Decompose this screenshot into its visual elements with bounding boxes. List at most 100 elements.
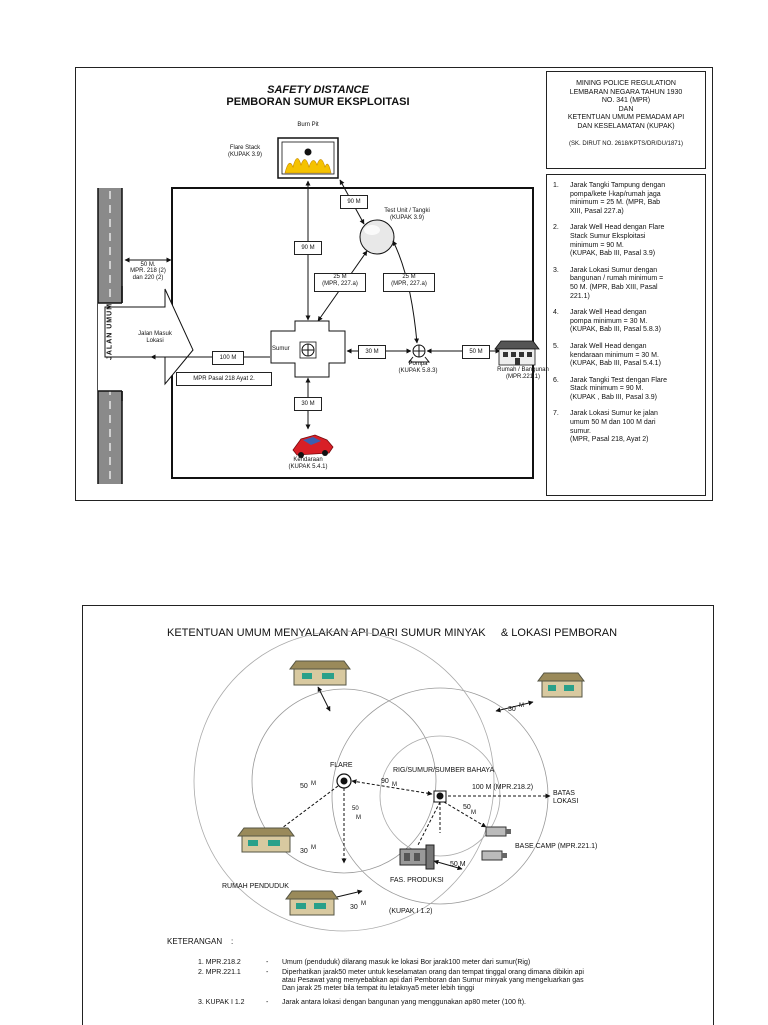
dist-50-inner-b: M <box>356 815 361 821</box>
dist-50-left-label: 50 <box>300 783 308 790</box>
dist-50-left-unit: M <box>311 781 316 787</box>
rule-number: 7. <box>553 410 559 418</box>
reg-line-4: DAN <box>618 105 634 113</box>
keterangan-code: 3. KUPAK I 1.2 <box>198 999 245 1006</box>
rules-box: 1.Jarak Tangki Tampung dengan pompa/kete… <box>546 174 706 496</box>
rule-item: 3.Jarak Lokasi Sumur dengan bangunan / r… <box>553 267 701 301</box>
kendaraan-label: Kendaraan <box>293 457 323 463</box>
flare-location-diagram <box>193 630 585 932</box>
keterangan-dash: - <box>266 969 269 976</box>
pompa-ref: (KUPAK 5.8.3) <box>398 368 438 374</box>
keterangan-text: Jarak antara lokasi dengan bangunan yang… <box>282 999 527 1006</box>
dist-25m-right: 25 M (MPR, 227.a) <box>383 273 435 292</box>
safety-distance-diagram <box>97 137 540 484</box>
outer-circle <box>193 630 495 932</box>
dist-100-label: 100 M (MPR.218.2) <box>472 784 534 791</box>
dist-30-top-unit: M <box>519 703 524 709</box>
flare-label: FLARE <box>330 762 353 769</box>
rule-number: 1. <box>553 182 559 189</box>
rule-item: 7. Jarak Lokasi Sumur ke jalan umum 50 M … <box>553 410 701 444</box>
keterangan-dash: - <box>266 959 269 966</box>
fas-produksi-label: FAS. PRODUKSI <box>390 877 444 884</box>
keterangan-code: 2. MPR.221.1 <box>198 969 241 976</box>
reg-line-5: KETENTUAN UMUM PEMADAM API <box>567 114 685 122</box>
rule-number: 5. <box>553 342 559 350</box>
dist-50m-house: 50 M <box>462 345 490 359</box>
regulation-header-box: MINING POLICE REGULATION LEMBARAN NEGARA… <box>546 71 706 169</box>
base-camp-icon <box>481 826 511 861</box>
flare-stack-ref: (KUPAK 3.9) <box>228 152 262 158</box>
dist-90m-mid: 90 M <box>294 241 322 255</box>
flare-radius-circle <box>251 688 437 874</box>
rumah-ref: (MPR.221.1) <box>505 374 540 380</box>
dist-90-label: 90 <box>381 778 389 785</box>
rumah-penduduk-label: RUMAH PENDUDUK <box>222 883 289 890</box>
jalan-umum-label: JALAN UMUM <box>106 302 114 361</box>
rule-item: 5. Jarak Well Head dengan kendaraan minim… <box>553 343 701 369</box>
road-50m-label: 50 M. <box>140 262 156 268</box>
batas-lokasi-label: BATAS LOKASI <box>553 790 579 805</box>
jalan-masuk-label: Jalan Masuk Lokasi <box>138 331 172 344</box>
dist-30-left-unit: M <box>311 845 316 851</box>
test-unit-label: Test Unit / Tangki <box>384 208 430 214</box>
house-icon-left <box>237 827 295 853</box>
rule-item: 2. Jarak Well Head dengan Flare Stack Sum… <box>553 224 701 258</box>
mpr-218-box: MPR Pasal 218 Ayat 2. <box>176 372 272 386</box>
flare-stack-label: Flare Stack <box>229 145 261 151</box>
keterangan-text: Diperhatikan jarak50 meter untuk keselam… <box>282 969 584 992</box>
rule-text: Jarak Lokasi Sumur ke jalan umum 50 M da… <box>570 410 658 444</box>
keterangan-dash: - <box>266 999 269 1006</box>
dist-30-left-label: 30 <box>300 848 308 855</box>
dist-30m-car: 30 M <box>294 397 322 411</box>
reg-line-3: NO. 341 (MPR) <box>601 97 651 105</box>
base-camp-label: BASE CAMP (MPR.221.1) <box>515 843 598 850</box>
dist-90-unit: M <box>392 782 397 788</box>
rule-text: Jarak Tangki Test dengan Flare Stack min… <box>570 376 668 401</box>
entrance-arrow <box>104 288 194 386</box>
rule-number: 4. <box>553 309 559 317</box>
dist-25m-left-ref: (MPR, 227.a) <box>322 281 358 287</box>
dist-25m-right-ref: (MPR, 227.a) <box>391 281 427 287</box>
rule-text: Jarak Well Head dengan Flare Stack Sumur… <box>570 224 665 258</box>
dist-50-right-unit: M <box>471 810 476 816</box>
reg-line-6: DAN KESELAMATAN (KUPAK) <box>577 122 675 130</box>
keterangan-text: Umum (penduduk) dilarang masuk ke lokasi… <box>282 959 531 966</box>
flare-location-panel <box>82 605 714 1025</box>
dist-30m-pump: 30 M <box>358 345 386 359</box>
dist-90m-top: 90 M <box>340 195 368 209</box>
rule-text: Jarak Well Head dengan kendaraan minimum… <box>570 342 661 368</box>
keterangan-title: KETERANGAN : <box>167 937 234 946</box>
pompa-label: Pompa <box>408 361 428 367</box>
rule-item: 4. Jarak Well Head dengan pompa minimum =… <box>553 309 701 335</box>
bottom-title: KETENTUAN UMUM MENYALAKAN API DARI SUMUR… <box>167 627 618 639</box>
flame-icon <box>284 158 332 174</box>
dist-30-top-label: 30 <box>508 706 516 713</box>
dist-100m: 100 M <box>212 351 244 365</box>
kendaraan-ref: (KUPAK 5.4.1) <box>288 464 328 470</box>
rule-number: 3. <box>553 266 559 274</box>
reg-line-1: MINING POLICE REGULATION <box>576 80 676 87</box>
burn-pit-label: Burn Pit <box>297 122 319 128</box>
road-50m-ref: MPR. 218 (2) dan 220 (2) <box>130 268 166 281</box>
dist-25m-left-value: 25 M <box>333 274 347 280</box>
house-icon-top-left <box>289 660 351 686</box>
dist-30-bottom-label: 30 <box>350 904 358 911</box>
house-icon-bottom <box>285 890 339 916</box>
diagram-title-1: SAFETY DISTANCE <box>267 84 369 96</box>
test-tank <box>359 219 395 255</box>
dist-25m-right-value: 25 M <box>402 274 416 280</box>
diagram-title-2: PEMBORAN SUMUR EKSPLOITASI <box>226 96 410 108</box>
rule-text: Jarak Well Head dengan pompa minimum = 3… <box>570 309 661 334</box>
production-facility-icon <box>399 844 435 870</box>
car-icon <box>292 434 334 458</box>
reg-line-2: LEMBARAN NEGARA TAHUN 1930 <box>569 88 683 96</box>
rule-item: 6.Jarak Tangki Test dengan Flare Stack m… <box>553 377 701 403</box>
location-boundary <box>171 187 534 479</box>
house-icon <box>494 340 540 366</box>
sumur-label: Sumur <box>272 346 290 352</box>
rule-number: 2. <box>553 224 559 232</box>
dist-50-right-label: 50 <box>463 804 471 811</box>
rig-label: RIG/SUMUR/SUMBER BAHAYA <box>393 767 495 774</box>
dist-25m-left: 25 M (MPR, 227.a) <box>314 273 366 292</box>
keterangan-code: 1. MPR.218.2 <box>198 959 241 966</box>
